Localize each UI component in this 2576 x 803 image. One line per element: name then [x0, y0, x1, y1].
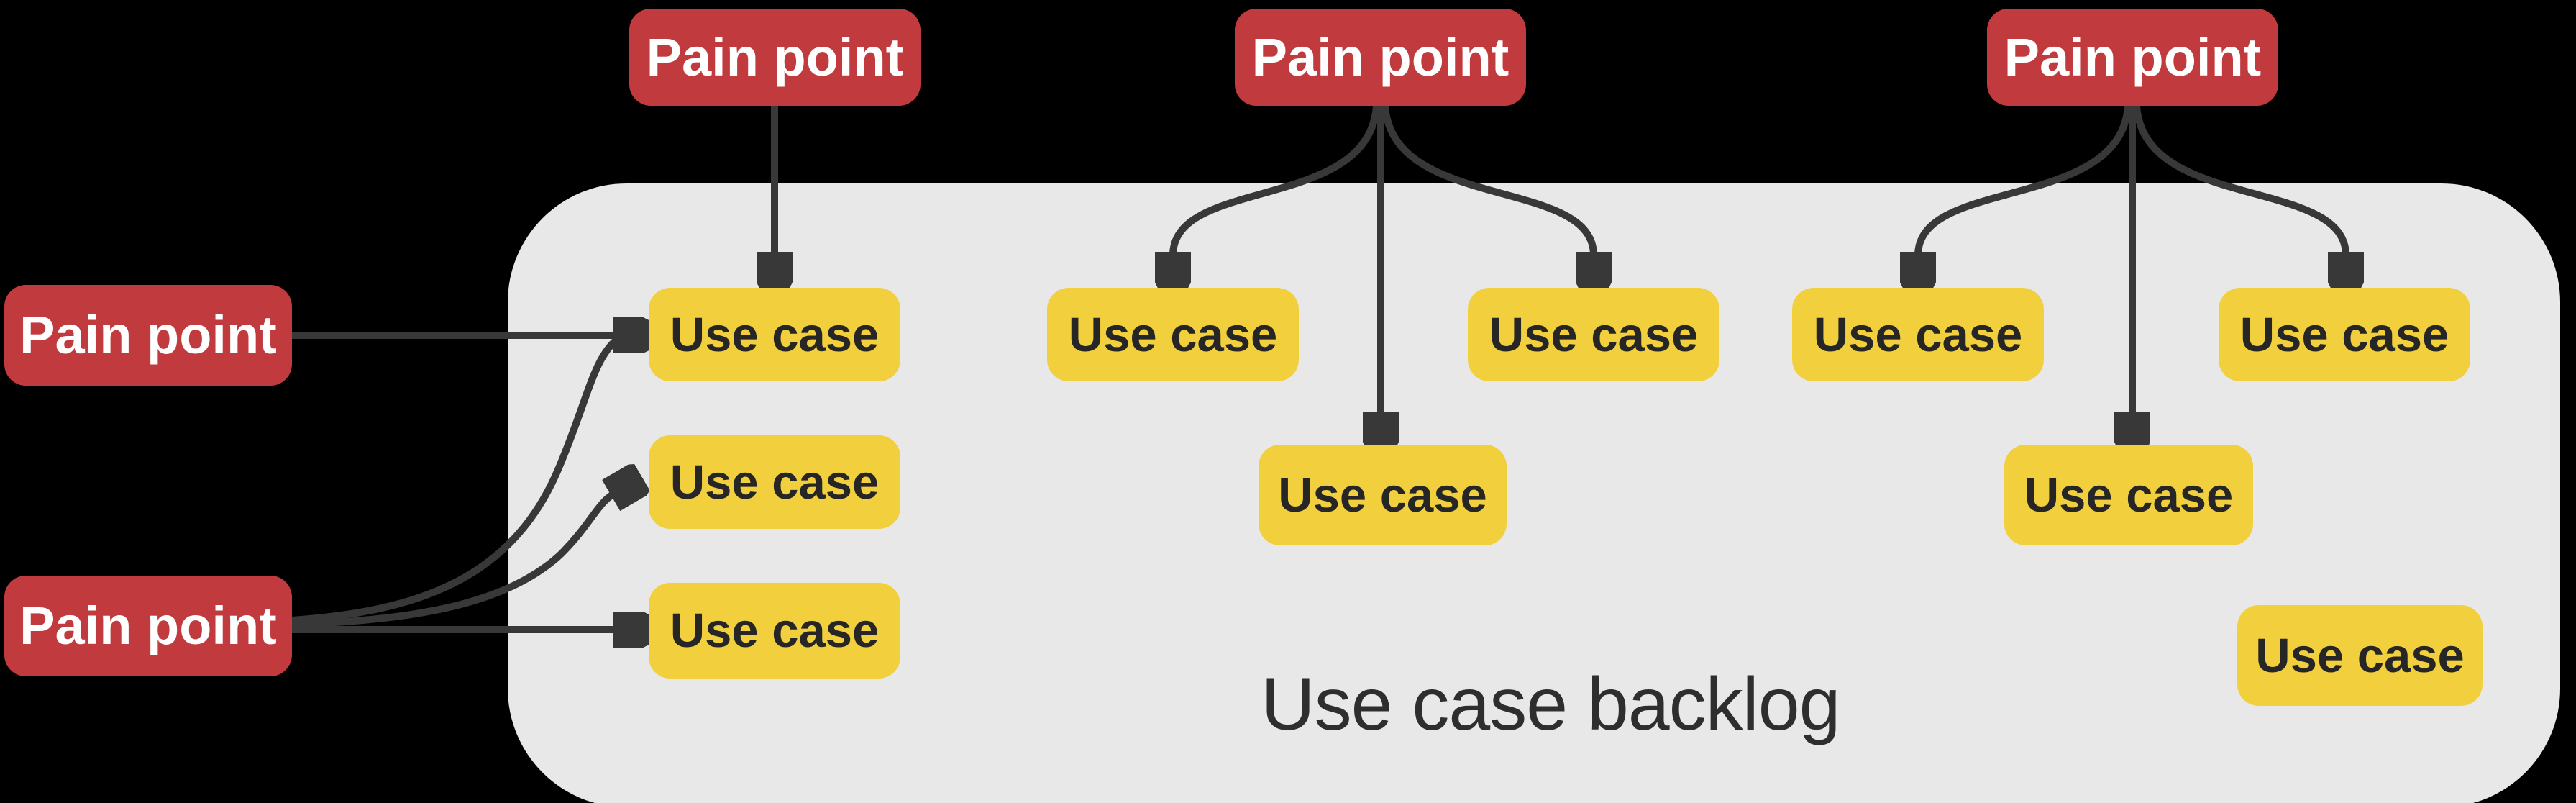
edge-pp-top-2-to-uc-m-left [1173, 105, 1380, 255]
pain-point-label: Pain point [646, 27, 904, 87]
use-case-node: Use case [2237, 605, 2483, 706]
pain-point-node: Pain point [4, 576, 292, 676]
use-case-label: Use case [670, 455, 880, 509]
use-case-node: Use case [1047, 288, 1299, 381]
pain-point-label: Pain point [2004, 27, 2262, 87]
pain-point-node: Pain point [1235, 9, 1526, 106]
backlog-title: Use case backlog [1261, 663, 1841, 746]
edge-pp-top-3-to-uc-r-left [1918, 105, 2132, 255]
use-case-label: Use case [670, 604, 880, 658]
use-case-node: Use case [2219, 288, 2470, 381]
use-case-node: Use case [1259, 445, 1507, 545]
use-case-label: Use case [1813, 307, 2023, 362]
pain-point-node: Pain point [1987, 9, 2278, 106]
use-case-node: Use case [1468, 288, 1719, 381]
use-case-label: Use case [2255, 628, 2465, 683]
use-case-node: Use case [649, 435, 900, 529]
use-case-label: Use case [2239, 307, 2449, 362]
pain-point-node: Pain point [629, 9, 921, 106]
pain-point-label: Pain point [19, 596, 277, 655]
edge-pp-left-2-to-uc-a1 [291, 335, 621, 624]
edge-pp-top-3-to-uc-r-right [2133, 105, 2346, 255]
pain-point-label: Pain point [19, 305, 277, 365]
use-case-label: Use case [1489, 307, 1699, 362]
edge-pp-left-2-to-uc-a2 [291, 494, 614, 628]
use-case-node: Use case [2004, 445, 2253, 545]
use-case-label: Use case [2024, 468, 2234, 522]
use-case-node: Use case [649, 288, 900, 381]
use-case-label: Use case [1068, 307, 1278, 362]
use-case-label: Use case [670, 307, 880, 362]
use-case-node: Use case [1792, 288, 2044, 381]
pain-point-node: Pain point [4, 285, 292, 386]
pain-point-label: Pain point [1251, 27, 1509, 87]
edge-pp-top-2-to-uc-m-right [1381, 105, 1594, 255]
use-case-node: Use case [649, 583, 900, 679]
use-case-label: Use case [1278, 468, 1487, 522]
